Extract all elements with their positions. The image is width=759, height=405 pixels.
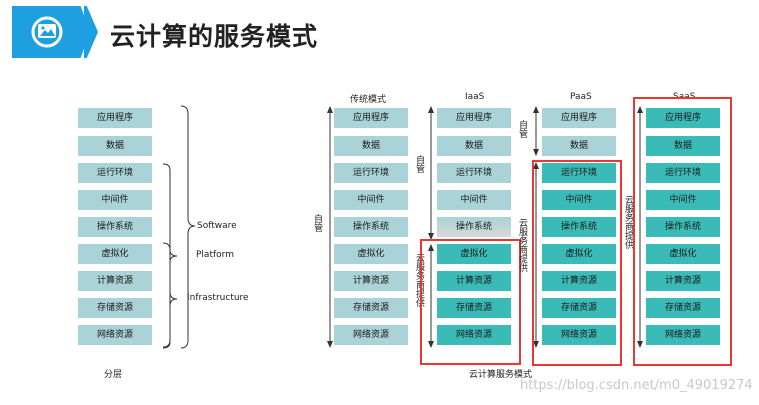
watermark: https://blog.csdn.net/m0_49019274: [520, 378, 753, 393]
iaas-layer-runtime: 运行环境: [437, 163, 511, 183]
iaas-layer-middleware: 中间件: [437, 190, 511, 210]
trad-layer-runtime: 运行环境: [334, 163, 408, 183]
platform-label: Platform: [196, 250, 234, 260]
paas-layer-virtualization: 虚拟化: [542, 244, 616, 264]
saas-provider-arrow-down: [637, 341, 643, 348]
saas-layer-runtime: 运行环境: [646, 163, 720, 183]
iaas-layer-data: 数据: [437, 136, 511, 156]
trad-layer-network: 网络资源: [334, 325, 408, 345]
paas-layer-compute: 计算资源: [542, 271, 616, 291]
saas-layer-network: 网络资源: [646, 325, 720, 345]
paas-provider-arrow-up: [533, 162, 539, 169]
page-title: 云计算的服务模式: [110, 22, 319, 51]
paas-layer-network: 网络资源: [542, 325, 616, 345]
trad-layer-storage: 存储资源: [334, 298, 408, 318]
left-layer-network: 网络资源: [78, 325, 152, 345]
saas-layer-storage: 存储资源: [646, 298, 720, 318]
paas-self-arrow-up: [533, 106, 539, 113]
trad-layer-virtualization: 虚拟化: [334, 244, 408, 264]
traditional-self-managed-label: 自管: [312, 214, 322, 232]
software-brace: [180, 105, 196, 349]
iaas-self-arrow-up: [428, 106, 434, 113]
left-layer-data: 数据: [78, 136, 152, 156]
paas-provider-label: 云服务商提供: [517, 218, 527, 272]
iaas-provider-arrow-up: [428, 244, 434, 251]
iaas-self-arrow-down: [428, 233, 434, 240]
paas-self-managed-label: 自管: [517, 120, 527, 138]
trad-layer-os: 操作系统: [334, 217, 408, 237]
trad-layer-compute: 计算资源: [334, 271, 408, 291]
infrastructure-brace: [162, 242, 178, 348]
image-icon-circle: [31, 16, 63, 48]
image-icon-mountain: [40, 29, 55, 36]
paas-self-arrow-down: [533, 149, 539, 156]
traditional-arrow-down: [327, 341, 333, 348]
traditional-header: 传统模式: [350, 95, 387, 105]
paas-highlight-box: [532, 160, 622, 366]
service-models-footer: 云计算服务模式: [469, 370, 533, 380]
paas-layer-middleware: 中间件: [542, 190, 616, 210]
iaas-layer-storage: 存储资源: [437, 298, 511, 318]
trad-layer-app: 应用程序: [334, 108, 408, 128]
paas-layer-app: 应用程序: [542, 108, 616, 128]
iaas-provider-arrow-down: [428, 341, 434, 348]
saas-layer-os: 操作系统: [646, 217, 720, 237]
left-layer-storage: 存储资源: [78, 298, 152, 318]
iaas-highlight-box: [420, 239, 521, 365]
paas-layer-runtime: 运行环境: [542, 163, 616, 183]
iaas-provider-label: 云服务商提供: [414, 253, 424, 307]
saas-layer-data: 数据: [646, 136, 720, 156]
platform-brace: [162, 163, 178, 349]
left-layer-os: 操作系统: [78, 217, 152, 237]
saas-layer-virtualization: 虚拟化: [646, 244, 720, 264]
iaas-layer-virtualization: 虚拟化: [437, 244, 511, 264]
left-layer-runtime: 运行环境: [78, 163, 152, 183]
trad-layer-middleware: 中间件: [334, 190, 408, 210]
saas-provider-arrow-up: [637, 106, 643, 113]
iaas-layer-network: 网络资源: [437, 325, 511, 345]
paas-header: PaaS: [570, 92, 592, 102]
saas-layer-app: 应用程序: [646, 108, 720, 128]
saas-provider-label: 云服务商提供: [623, 195, 633, 249]
left-layer-virtualization: 虚拟化: [78, 244, 152, 264]
left-layer-compute: 计算资源: [78, 271, 152, 291]
saas-layer-middleware: 中间件: [646, 190, 720, 210]
traditional-arrow-up: [327, 106, 333, 113]
trad-layer-data: 数据: [334, 136, 408, 156]
iaas-layer-os: 操作系统: [437, 217, 511, 237]
saas-highlight-box: [633, 97, 732, 366]
image-icon-sun: [41, 26, 45, 30]
left-layer-middleware: 中间件: [78, 190, 152, 210]
iaas-layer-app: 应用程序: [437, 108, 511, 128]
software-label: Software: [197, 221, 237, 231]
paas-provider-arrow-down: [533, 341, 539, 348]
layers-footer-label: 分层: [104, 370, 123, 380]
paas-layer-os: 操作系统: [542, 217, 616, 237]
iaas-layer-compute: 计算资源: [437, 271, 511, 291]
iaas-self-managed-label: 自管: [414, 155, 424, 173]
saas-layer-compute: 计算资源: [646, 271, 720, 291]
paas-layer-storage: 存储资源: [542, 298, 616, 318]
iaas-header: IaaS: [465, 92, 485, 102]
infrastructure-label: Infrastructure: [187, 293, 249, 303]
paas-layer-data: 数据: [542, 136, 616, 156]
left-layer-app: 应用程序: [78, 108, 152, 128]
